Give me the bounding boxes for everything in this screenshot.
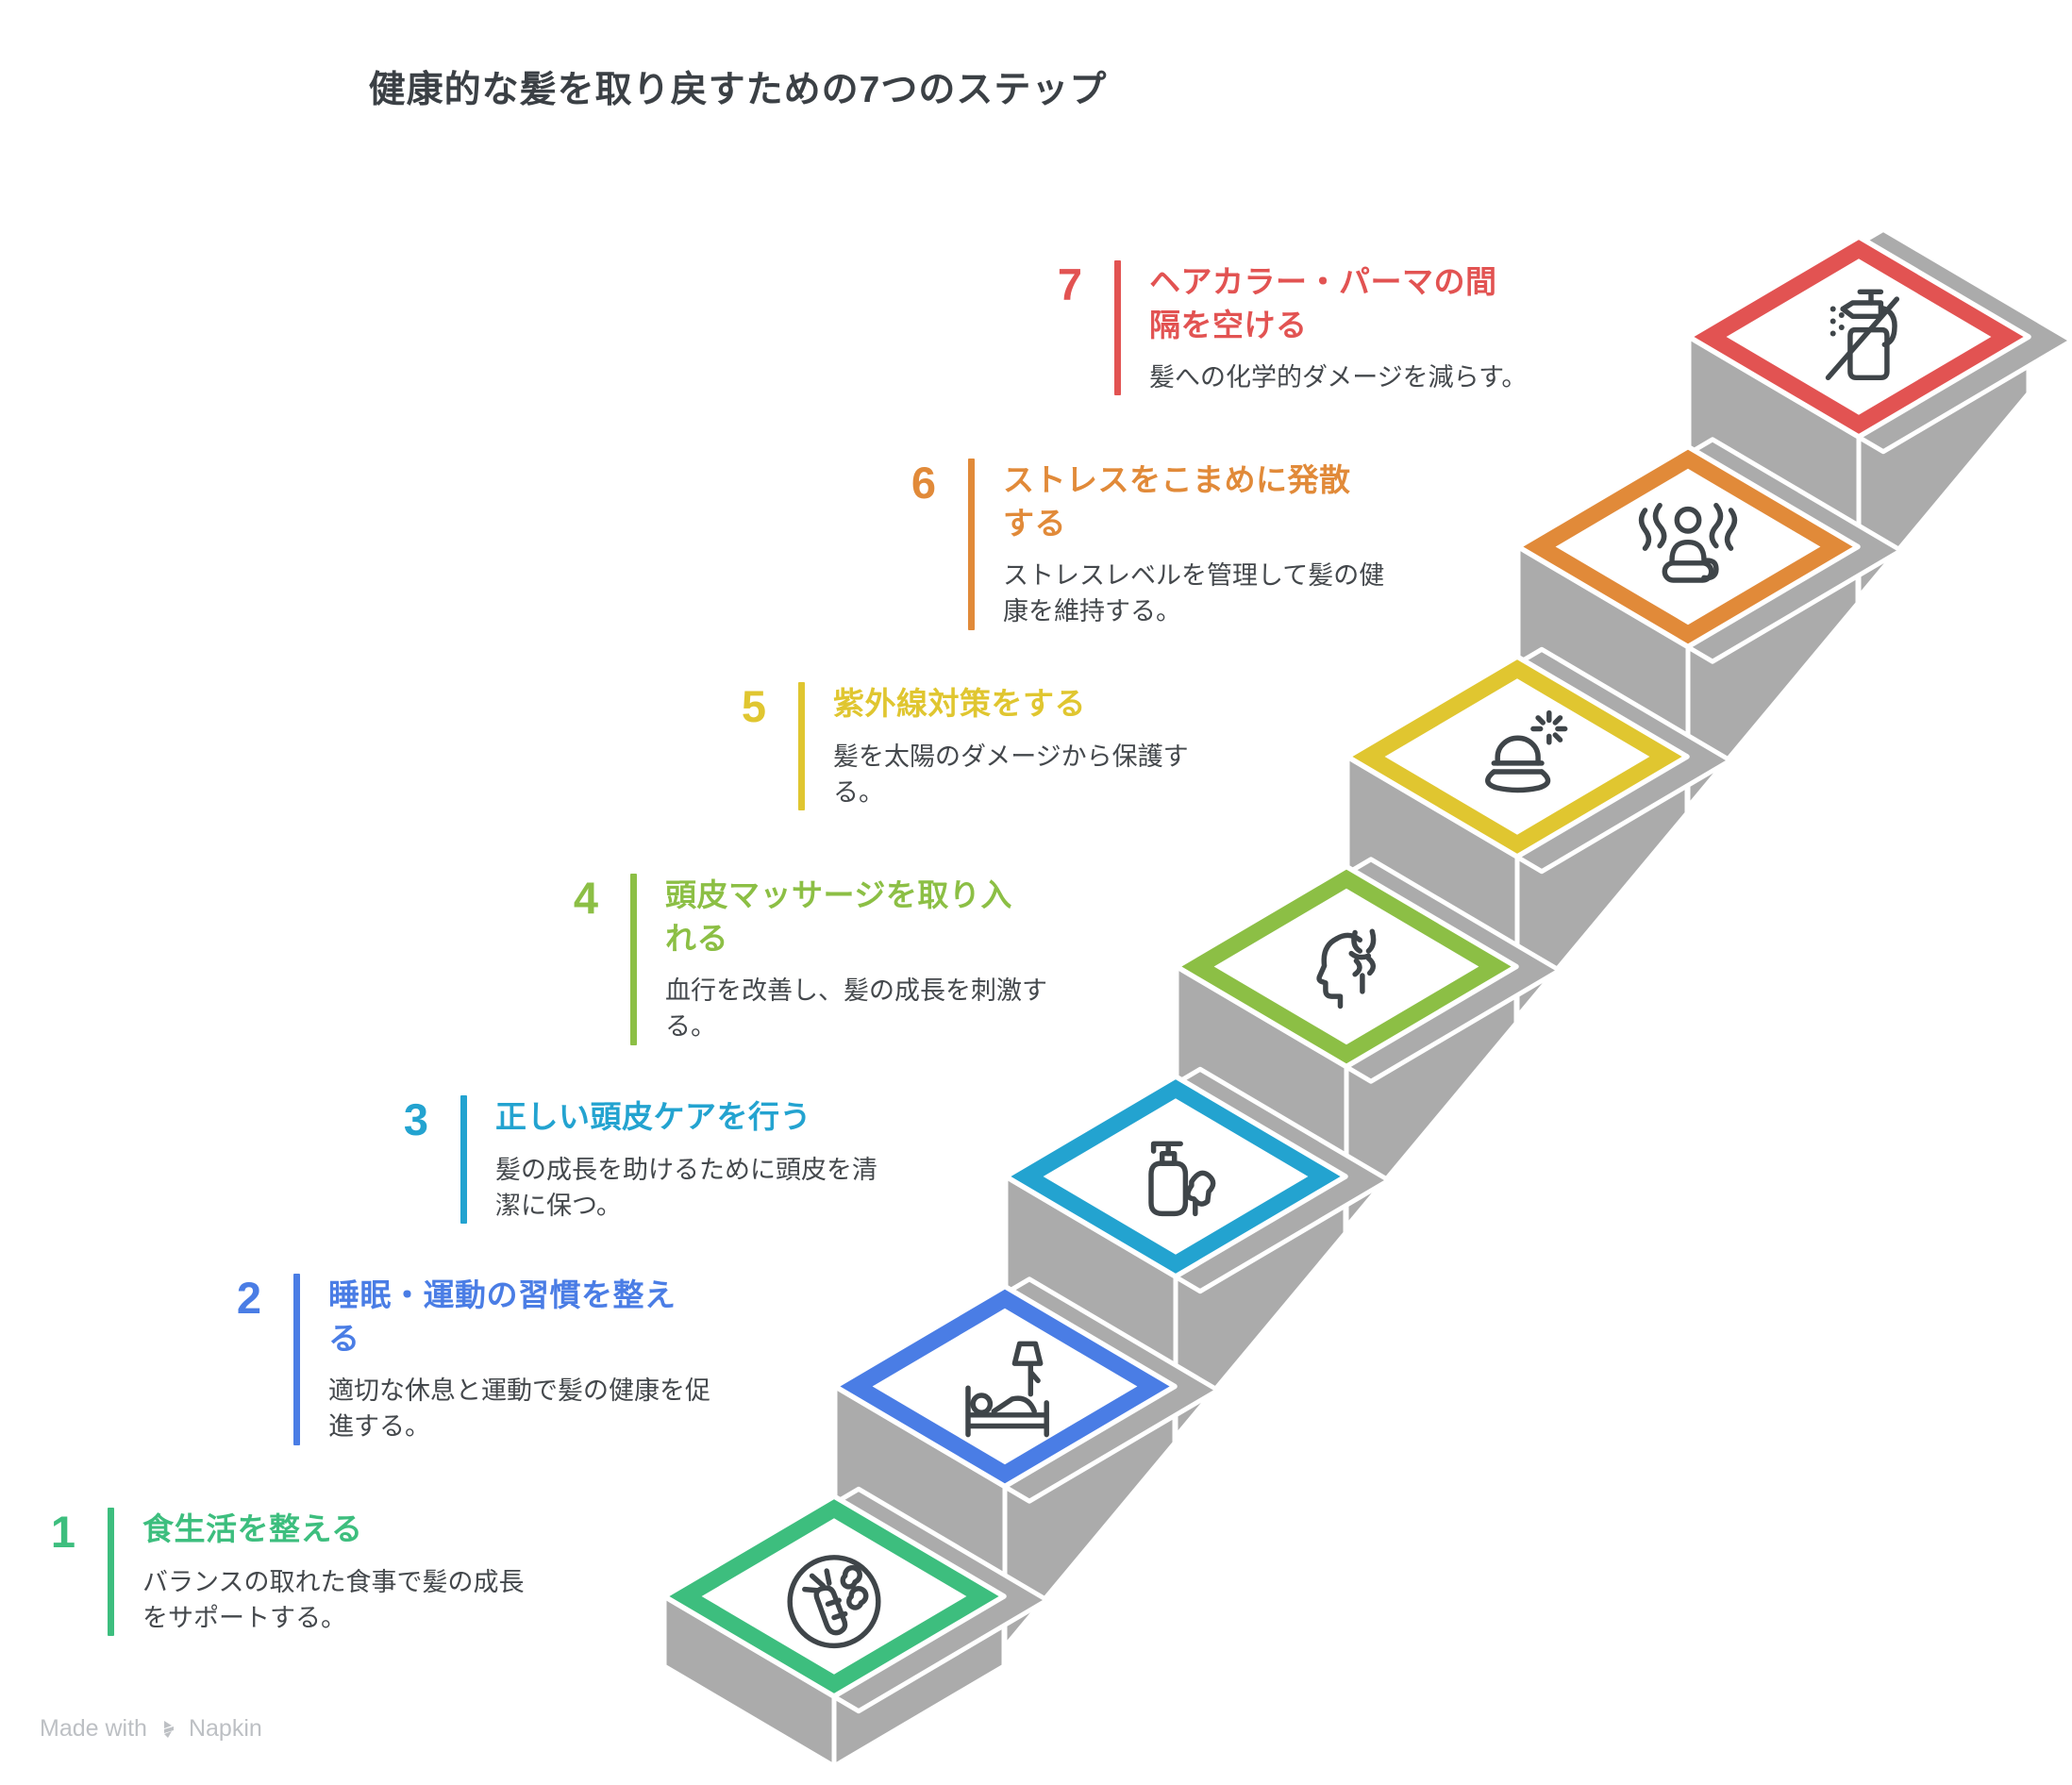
step-accent-bar: [1114, 260, 1121, 396]
watermark-made-with: Made with: [40, 1715, 147, 1742]
step-description: 適切な休息と運動で髪の健康を促進する。: [328, 1376, 710, 1442]
step-description: 髪への化学的ダメージを減らす。: [1149, 363, 1528, 392]
step-4-block: 4 頭皮マッサージを取り入れる 血行を改善し、髪の成長を刺激する。: [540, 873, 1061, 1045]
step-3-block: 3 正しい頭皮ケアを行う 髪の成長を助けるために頭皮を清潔に保つ。: [370, 1094, 892, 1225]
step-accent-bar: [108, 1508, 114, 1637]
step-4-platform: [1174, 857, 1562, 1229]
step-description: バランスの取れた食事で髪の成長をサポートする。: [142, 1567, 525, 1632]
step-title: 睡眠・運動の習慣を整える: [328, 1277, 677, 1356]
step-number: 3: [403, 1094, 428, 1144]
step-title: ヘアカラー・パーマの間隔を空ける: [1149, 264, 1497, 342]
step-description: 血行を改善し、髪の成長を刺激する。: [665, 976, 1047, 1042]
step-title: 食生活を整える: [142, 1511, 363, 1546]
step-number: 2: [236, 1273, 261, 1323]
step-3-platform: [1003, 1066, 1392, 1440]
step-number: 6: [911, 458, 936, 508]
step-number: 1: [50, 1507, 75, 1557]
step-title: 正しい頭皮ケアを行う: [495, 1099, 811, 1134]
step-5-block: 5 紫外線対策をする 髪を太陽のダメージから保護する。: [708, 681, 1229, 811]
step-1-platform: [661, 1486, 1050, 1769]
step-number: 5: [741, 681, 766, 731]
step-2-platform: [832, 1276, 1221, 1649]
step-description: ストレスレベルを管理して髪の健康を維持する。: [1003, 561, 1385, 626]
step-accent-bar: [798, 682, 805, 811]
step-2-block: 2 睡眠・運動の習慣を整える 適切な休息と運動で髪の健康を促進する。: [203, 1273, 725, 1445]
step-6-block: 6 ストレスをこまめに発散する ストレスレベルを管理して髪の健康を維持する。: [877, 458, 1399, 630]
step-description: 髪を太陽のダメージから保護する。: [833, 742, 1189, 807]
watermark: Made with Napkin: [40, 1715, 262, 1743]
step-7-block: 7 ヘアカラー・パーマの間隔を空ける 髪への化学的ダメージを減らす。: [1024, 259, 1546, 396]
watermark-brand: Napkin: [188, 1715, 262, 1742]
step-number: 4: [573, 873, 598, 923]
napkin-logo-icon: [163, 1720, 174, 1738]
step-1-block: 1 食生活を整える バランスの取れた食事で髪の成長をサポートする。: [17, 1507, 539, 1637]
step-title: 頭皮マッサージを取り入れる: [665, 877, 1012, 956]
step-accent-bar: [968, 459, 975, 630]
step-title: 紫外線対策をする: [833, 686, 1086, 721]
step-number: 7: [1057, 259, 1082, 309]
step-description: 髪の成長を助けるために頭皮を清潔に保つ。: [495, 1155, 877, 1220]
step-accent-bar: [293, 1274, 300, 1445]
page-title: 健康的な髪を取り戻すための7つのステップ: [368, 70, 1108, 110]
step-accent-bar: [630, 874, 637, 1045]
step-title: ストレスをこまめに発散する: [1003, 462, 1351, 541]
step-accent-bar: [460, 1095, 467, 1225]
